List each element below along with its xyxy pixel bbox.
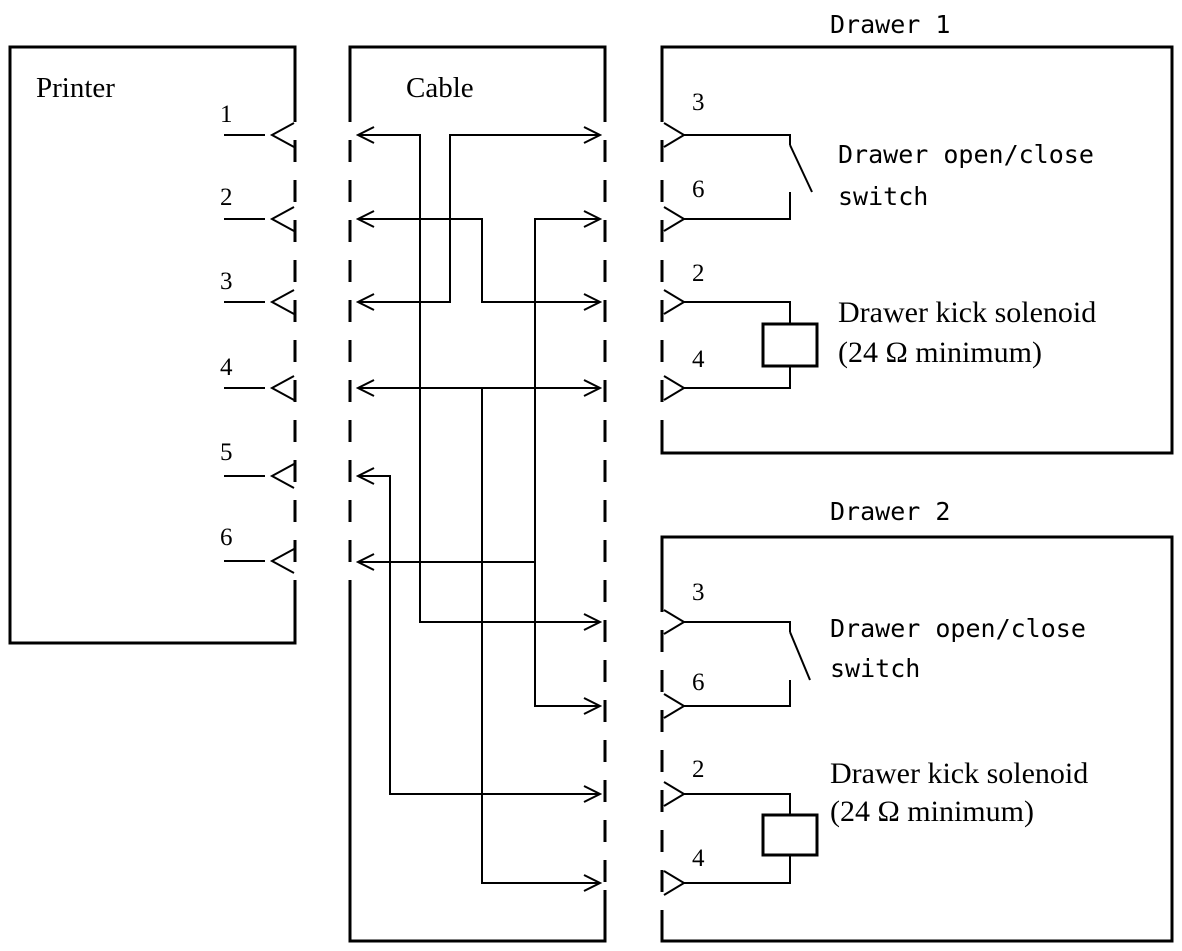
cable-label: Cable	[406, 72, 474, 104]
wire-p6-d1-6	[358, 219, 600, 562]
drawer-1-solenoid-label-2: (24 Ω minimum)	[838, 336, 1042, 369]
printer-pin-2: 2	[220, 184, 295, 232]
drawer-1-pin-label: 2	[692, 260, 705, 287]
printer-pin-1: 1	[220, 101, 295, 148]
drawer-1-title: Drawer 1	[830, 10, 950, 39]
drawer-2-title: Drawer 2	[830, 497, 950, 526]
drawer-1-switch-label-1: Drawer open/close	[838, 140, 1094, 169]
printer-pin-label: 4	[220, 354, 233, 381]
printer-pin-5: 5	[220, 439, 295, 489]
drawer-1-pin-label: 6	[692, 176, 705, 203]
drawer-1-solenoid	[684, 301, 819, 389]
drawer-2: Drawer 2 3 6 2 4 Drawer open/close switc…	[660, 497, 1174, 943]
printer-pin-label: 3	[220, 268, 233, 295]
drawer-2-switch-label-2: switch	[830, 654, 920, 683]
printer-label: Printer	[36, 72, 115, 104]
drawer-1-switch	[684, 134, 813, 220]
printer-pin-label: 2	[220, 184, 233, 211]
printer-pin-6: 6	[220, 524, 295, 574]
drawer-1-switch-label-2: switch	[838, 182, 928, 211]
printer-pin-label: 1	[220, 101, 233, 128]
wire-p5-d2-2	[358, 476, 600, 794]
drawer-2-pin-label: 3	[692, 579, 705, 606]
drawer-2-solenoid-label-2: (24 Ω minimum)	[830, 795, 1034, 828]
wire-p4-d2-4	[481, 388, 600, 883]
wire-p2-d1-2	[358, 219, 600, 302]
drawer-1-pin-label: 4	[692, 346, 705, 373]
printer-pin-label: 5	[220, 439, 233, 466]
cable-wires	[358, 135, 600, 883]
wire-p1-d2-3	[358, 135, 600, 622]
cable-box: Cable	[348, 45, 607, 943]
printer-pins: 1 2 3 4 5 6	[220, 101, 295, 574]
drawer-2-pin-label: 2	[692, 756, 705, 783]
printer-pin-3: 3	[220, 268, 295, 315]
drawer-2-pins: 3 6 2 4	[663, 579, 705, 896]
printer-box: Printer	[8, 45, 297, 645]
drawer-2-solenoid	[684, 793, 819, 884]
drawer-1-pin-label: 3	[692, 89, 705, 116]
drawer-2-switch	[684, 621, 811, 707]
drawer-2-pin-label: 4	[692, 845, 705, 872]
printer-pin-label: 6	[220, 524, 233, 551]
drawer-2-pin-label: 6	[692, 669, 705, 696]
drawer-2-switch-label-1: Drawer open/close	[830, 614, 1086, 643]
printer-pin-4: 4	[220, 354, 295, 401]
drawer-2-solenoid-label-1: Drawer kick solenoid	[830, 757, 1088, 790]
wire-p6-d2-6	[534, 562, 600, 706]
drawer-1: Drawer 1 3 6 2 4 Drawer open/close switc…	[660, 10, 1174, 455]
drawer-1-solenoid-label-1: Drawer kick solenoid	[838, 296, 1096, 329]
